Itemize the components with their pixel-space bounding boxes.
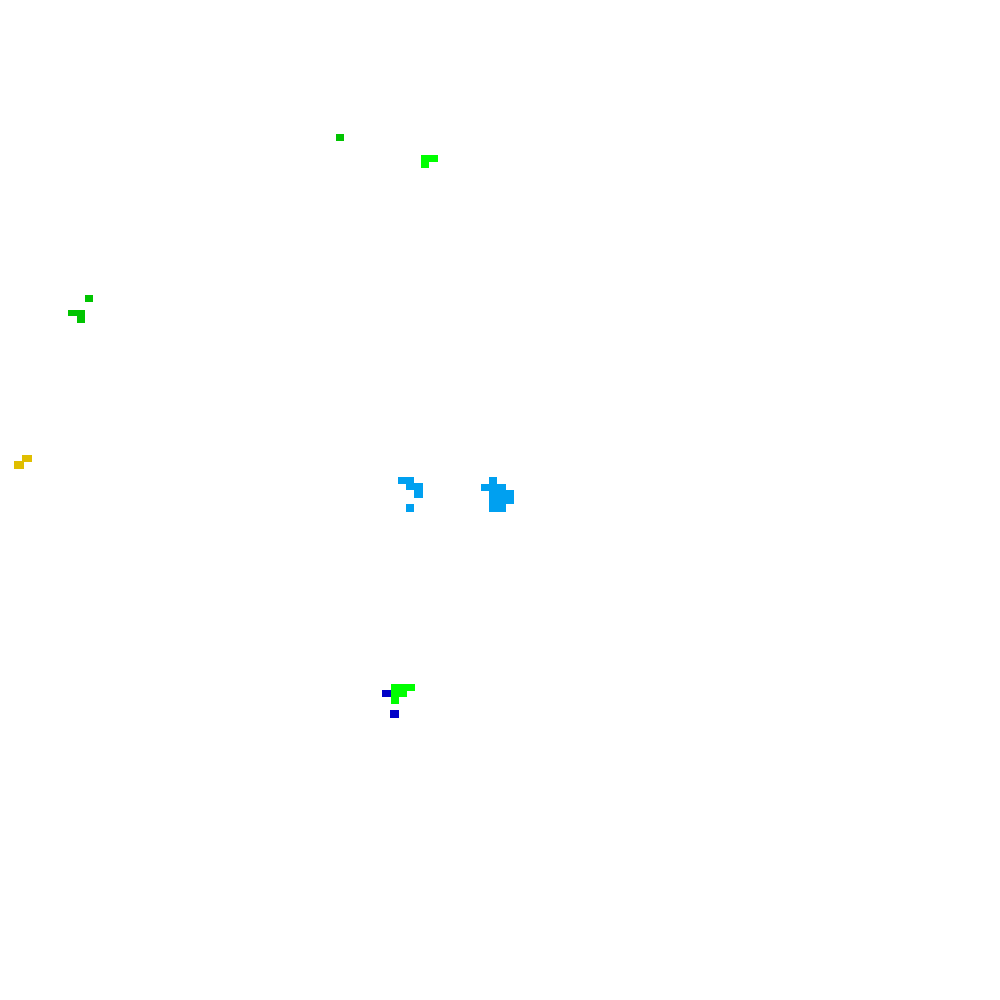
bright-green-sprite-1 xyxy=(421,155,438,168)
bright-green-sprite-2 xyxy=(382,684,415,718)
sky-blue-sprite-2 xyxy=(481,477,514,512)
gold-sprite xyxy=(14,455,32,469)
dark-green-sprite-1 xyxy=(336,134,344,141)
dark-green-sprite-2 xyxy=(68,295,93,323)
navy-blue-sprite xyxy=(390,710,399,718)
sky-blue-sprite-1 xyxy=(398,477,423,512)
